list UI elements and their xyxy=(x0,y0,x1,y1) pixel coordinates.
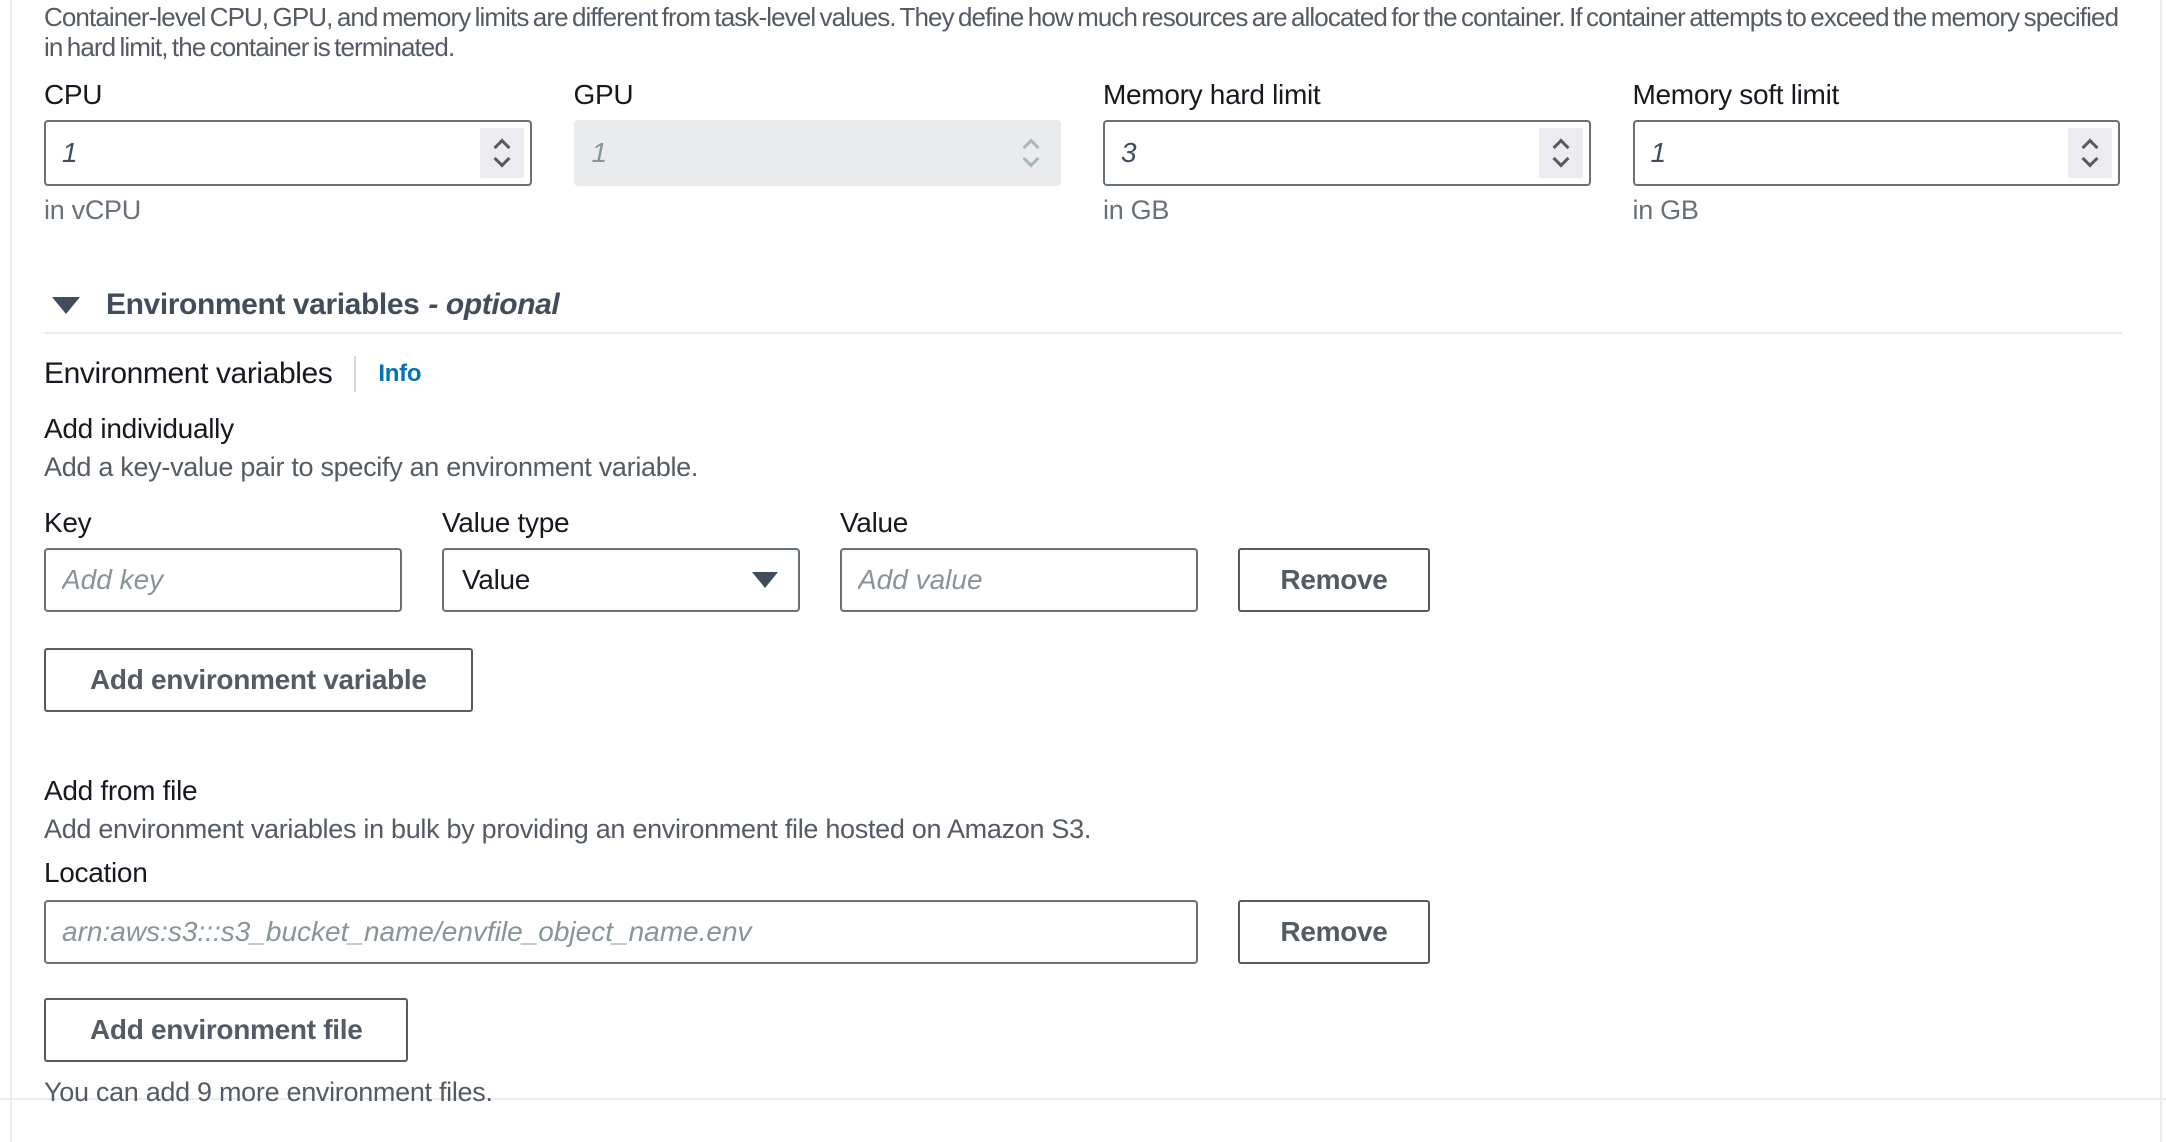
gpu-field: GPU xyxy=(573,79,1061,224)
environment-variables-subheader: Environment variables Info xyxy=(44,356,2120,392)
memory-hard-limit-unit-label: in GB xyxy=(1103,195,1170,225)
remove-environment-file-button[interactable]: Remove xyxy=(1238,900,1430,964)
location-label: Location xyxy=(44,857,148,888)
info-link[interactable]: Info xyxy=(378,360,422,387)
stepper-down-icon[interactable] xyxy=(1552,150,1569,168)
add-individually-description: Add a key-value pair to specify an envir… xyxy=(44,452,699,482)
heading-info-divider xyxy=(354,356,357,392)
optional-label: - optional xyxy=(428,288,560,321)
memory-hard-limit-label: Memory hard limit xyxy=(1103,79,1321,110)
environment-variables-heading: Environment variables xyxy=(44,357,333,390)
triangle-down-icon xyxy=(52,296,80,314)
memory-soft-limit-input[interactable] xyxy=(1632,120,2120,186)
environment-variables-section-title: Environment variables xyxy=(106,288,420,321)
resource-limits-row: CPU in vCPU GPU Memory hard limit xyxy=(44,80,2120,224)
memory-soft-limit-unit-label: in GB xyxy=(1632,195,1699,225)
memory-hard-limit-field: Memory hard limit in GB xyxy=(1103,80,1591,224)
add-individually-heading: Add individually xyxy=(44,413,234,444)
gpu-input xyxy=(573,120,1061,186)
location-input-row: Remove xyxy=(44,900,2120,964)
section-header-divider xyxy=(44,332,2122,334)
panel-border-right xyxy=(2160,0,2162,1142)
add-from-file-description: Add environment variables in bulk by pro… xyxy=(44,814,1092,844)
value-type-select[interactable]: Value xyxy=(442,548,800,612)
memory-hard-limit-input[interactable] xyxy=(1103,120,1591,186)
key-value-labels-row: Key Value type Value xyxy=(44,508,2120,538)
value-type-label: Value type xyxy=(442,507,570,538)
key-label: Key xyxy=(44,507,92,538)
value-label: Value xyxy=(840,507,909,538)
stepper-down-icon[interactable] xyxy=(2081,150,2099,168)
caret-down-icon xyxy=(752,572,778,588)
stepper-down-icon[interactable] xyxy=(493,150,510,168)
location-input[interactable] xyxy=(44,900,1198,964)
add-environment-variable-button[interactable]: Add environment variable xyxy=(44,648,473,712)
section-bottom-divider xyxy=(0,1098,2166,1100)
key-input[interactable] xyxy=(44,548,402,612)
stepper-down-icon xyxy=(1022,150,1040,168)
cpu-label: CPU xyxy=(44,79,103,110)
environment-files-remaining-note: You can add 9 more environment files. xyxy=(44,1077,493,1107)
memory-soft-limit-field: Memory soft limit in GB xyxy=(1632,79,2120,225)
value-input[interactable] xyxy=(840,548,1198,612)
gpu-stepper xyxy=(1009,128,1053,178)
resource-limits-description: Container-level CPU, GPU, and memory lim… xyxy=(44,2,2119,62)
memory-soft-limit-stepper[interactable] xyxy=(2068,128,2112,178)
add-from-file-heading: Add from file xyxy=(44,775,198,806)
cpu-field: CPU in vCPU xyxy=(44,80,532,224)
value-type-selected-option: Value xyxy=(462,564,531,595)
panel-border-left xyxy=(10,0,12,1142)
cpu-input[interactable] xyxy=(44,120,532,186)
cpu-unit-label: in vCPU xyxy=(44,195,141,225)
add-environment-file-button[interactable]: Add environment file xyxy=(44,998,409,1062)
container-settings-form: Container-level CPU, GPU, and memory lim… xyxy=(44,2,2122,1107)
key-value-input-row: Value Remove xyxy=(44,548,2120,612)
memory-soft-limit-label: Memory soft limit xyxy=(1632,79,1840,110)
memory-hard-limit-stepper[interactable] xyxy=(1538,128,1583,178)
cpu-stepper[interactable] xyxy=(479,128,524,178)
gpu-label: GPU xyxy=(573,79,634,110)
environment-variables-section-toggle[interactable]: Environment variables - optional xyxy=(44,288,2120,322)
remove-environment-variable-button[interactable]: Remove xyxy=(1238,548,1430,612)
